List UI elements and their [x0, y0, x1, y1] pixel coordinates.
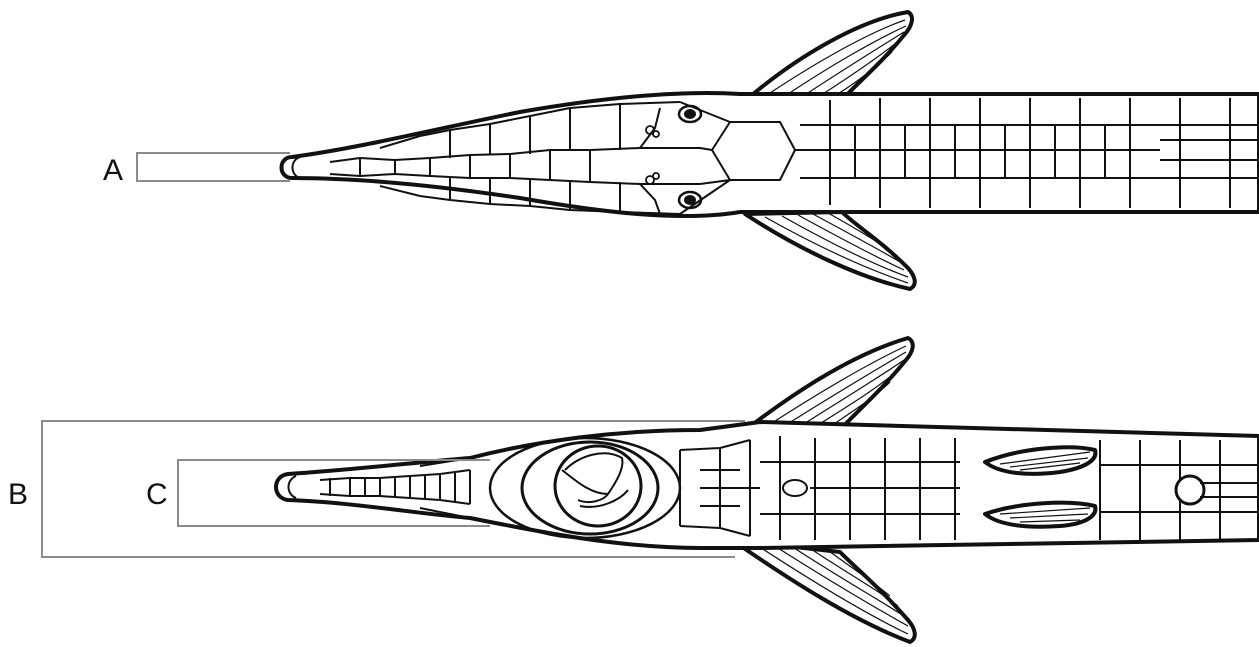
ventral-body-outline: [276, 422, 1259, 548]
dorsal-eye-lower: [679, 192, 701, 208]
bracket-a: [137, 153, 290, 181]
dorsal-upper-pectoral-fin: [752, 12, 912, 100]
ventral-lower-pectoral-fin: [732, 540, 915, 642]
ventral-view: [276, 338, 1259, 642]
dorsal-lower-pectoral-fin: [745, 212, 915, 289]
label-b: B: [8, 478, 28, 511]
label-a: A: [103, 154, 123, 187]
dorsal-view: [282, 12, 1259, 289]
label-c: C: [146, 478, 168, 511]
